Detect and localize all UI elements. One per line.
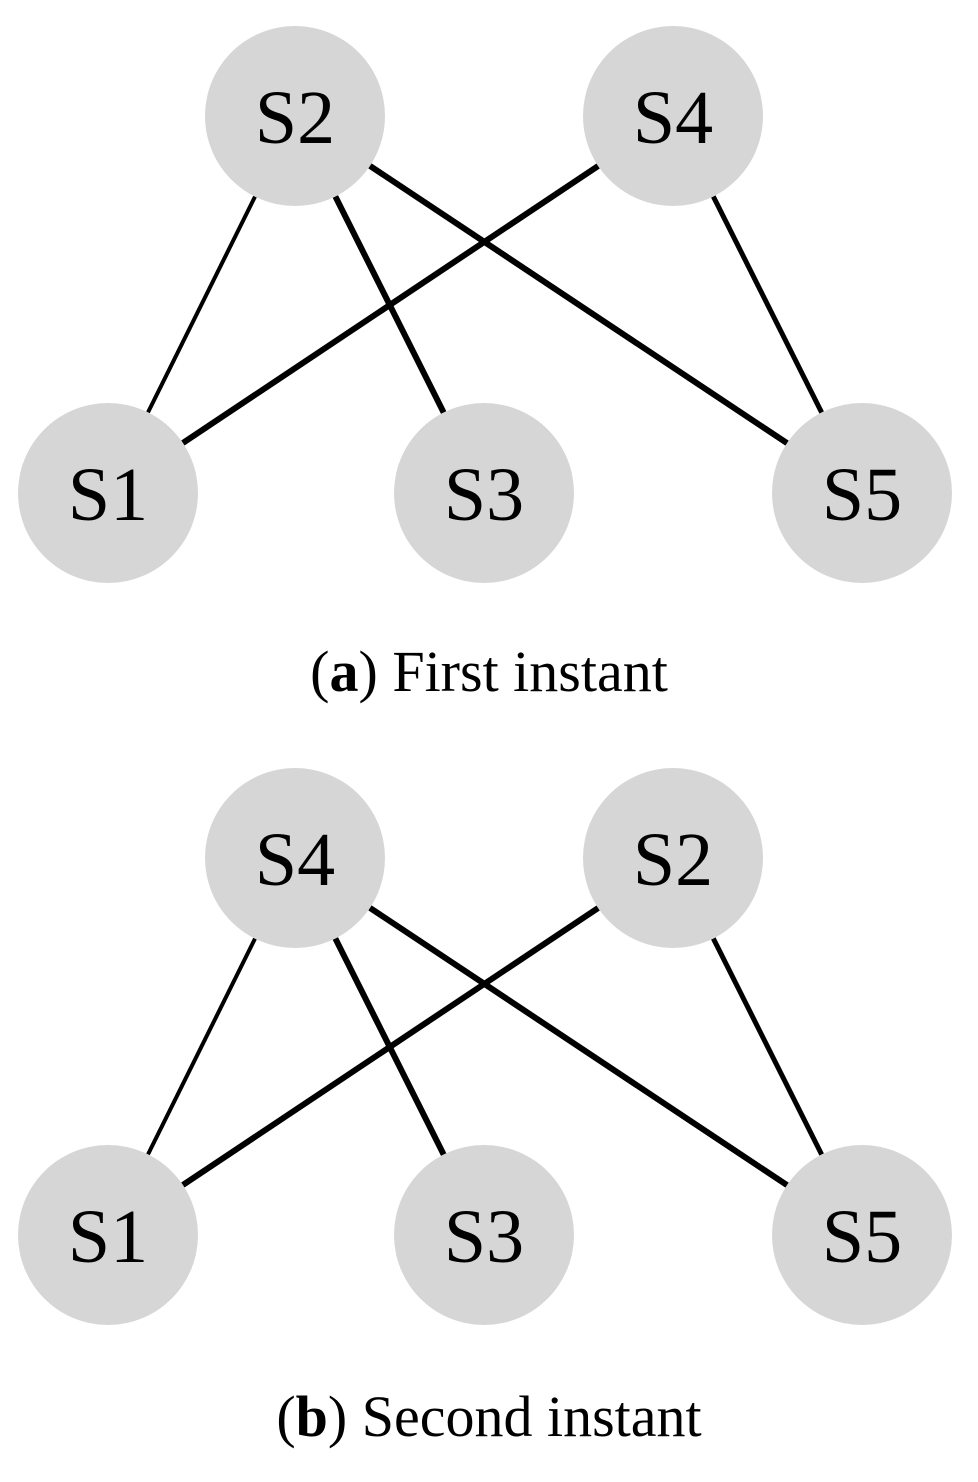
caption-text: Second instant bbox=[347, 1384, 702, 1449]
node-group-b: S4 S2 S1 S3 S5 bbox=[18, 768, 952, 1325]
node-label: S2 bbox=[633, 818, 713, 902]
caption-tag: a bbox=[329, 639, 359, 704]
caption-text: First instant bbox=[377, 639, 668, 704]
node-circle bbox=[772, 403, 952, 583]
edge-topright-to-bottomleft-b bbox=[181, 905, 600, 1188]
panel-second-instant: S4 S2 S1 S3 S5 bbox=[0, 742, 978, 1482]
node-label: S4 bbox=[255, 818, 335, 902]
node-bottom-left-a[interactable]: S1 bbox=[18, 403, 198, 583]
node-top-left-a[interactable]: S2 bbox=[205, 26, 385, 206]
node-label: S4 bbox=[633, 76, 713, 160]
caption-paren-close: ) bbox=[358, 639, 378, 704]
node-bottom-right-a[interactable]: S5 bbox=[772, 403, 952, 583]
node-label: S3 bbox=[444, 1195, 524, 1279]
caption-paren-open: ( bbox=[310, 639, 330, 704]
node-group-a: S2 S4 S1 S3 S5 bbox=[18, 26, 952, 583]
node-label: S1 bbox=[68, 1195, 148, 1279]
caption-tag: b bbox=[295, 1384, 328, 1449]
edge-topleft-to-bottomright-b bbox=[368, 905, 789, 1188]
edge-topright-to-bottomright-a bbox=[711, 195, 824, 414]
caption-paren-open: ( bbox=[276, 1384, 296, 1449]
node-circle bbox=[394, 1145, 574, 1325]
node-label: S5 bbox=[822, 1195, 902, 1279]
node-circle bbox=[583, 26, 763, 206]
node-bottom-right-b[interactable]: S5 bbox=[772, 1145, 952, 1325]
node-circle bbox=[583, 768, 763, 948]
node-circle bbox=[394, 403, 574, 583]
node-circle bbox=[772, 1145, 952, 1325]
node-label: S3 bbox=[444, 453, 524, 537]
node-label: S2 bbox=[255, 76, 335, 160]
node-circle bbox=[18, 1145, 198, 1325]
node-top-left-b[interactable]: S4 bbox=[205, 768, 385, 948]
node-bottom-left-b[interactable]: S1 bbox=[18, 1145, 198, 1325]
node-circle bbox=[18, 403, 198, 583]
graph-diagram-a: S2 S4 S1 S3 S5 bbox=[18, 26, 952, 583]
edge-topright-to-bottomleft-a bbox=[181, 163, 600, 446]
node-label: S1 bbox=[68, 453, 148, 537]
node-circle bbox=[205, 768, 385, 948]
edge-group-b bbox=[146, 905, 824, 1188]
edge-topleft-to-bottomleft-a bbox=[146, 195, 257, 414]
edge-topleft-to-bottomleft-b bbox=[146, 937, 257, 1156]
node-top-right-a[interactable]: S4 bbox=[583, 26, 763, 206]
caption-first-instant: (a) First instant bbox=[0, 640, 978, 704]
edge-topright-to-bottomright-b bbox=[711, 937, 824, 1156]
edge-topleft-to-bottomright-a bbox=[368, 163, 789, 446]
caption-paren-close: ) bbox=[327, 1384, 348, 1449]
node-bottom-mid-a[interactable]: S3 bbox=[394, 403, 574, 583]
panel-first-instant: S2 S4 S1 S3 S5 bbox=[0, 0, 978, 740]
node-circle bbox=[205, 26, 385, 206]
node-bottom-mid-b[interactable]: S3 bbox=[394, 1145, 574, 1325]
node-top-right-b[interactable]: S2 bbox=[583, 768, 763, 948]
graph-diagram-b: S4 S2 S1 S3 S5 bbox=[18, 768, 952, 1325]
edge-group-a bbox=[146, 163, 824, 446]
node-label: S5 bbox=[822, 453, 902, 537]
caption-second-instant: (b) Second instant bbox=[0, 1385, 978, 1449]
